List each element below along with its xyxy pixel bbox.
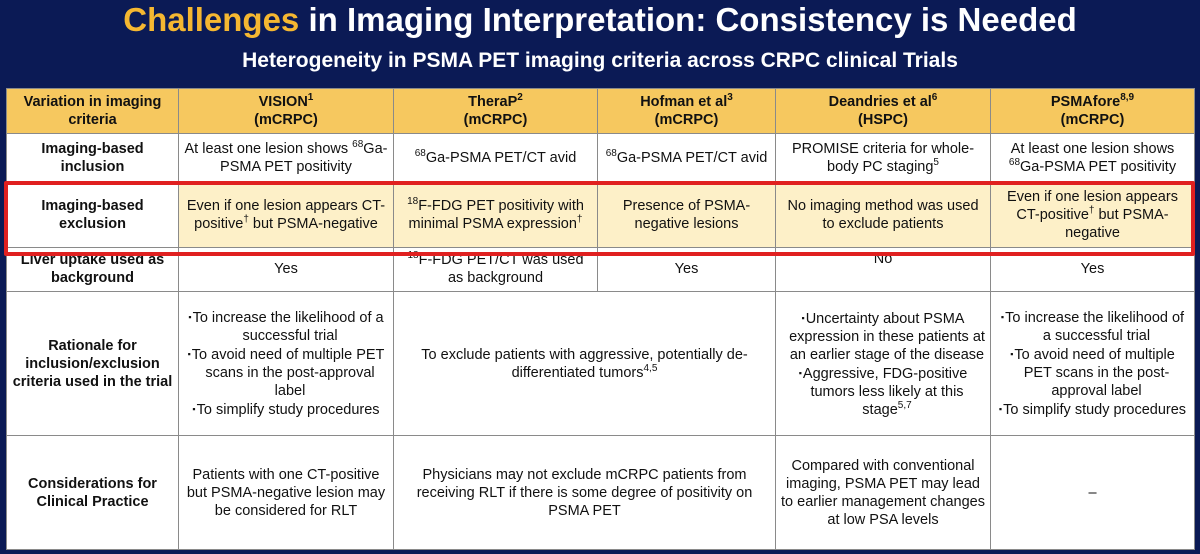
cell-liver-psmafore: Yes	[990, 246, 1195, 293]
list-item: To simplify study procedures	[995, 400, 1190, 419]
header-therap: TheraP2(mCRPC)	[393, 88, 598, 134]
cell-clinical-psmafore: –	[990, 435, 1195, 550]
list-item: Uncertainty about PSMA expression in the…	[780, 309, 986, 364]
list-item: To increase the likelihood of a successf…	[995, 308, 1190, 345]
row-label-exclusion: Imaging-based exclusion	[6, 181, 179, 248]
title-accent: Challenges	[123, 1, 300, 38]
criteria-table: Variation in imaging criteria VISION1(mC…	[6, 88, 1195, 550]
cell-exclusion-deandries: No imaging method was used to exclude pa…	[775, 181, 991, 248]
table-row-inclusion: Imaging-based inclusion At least one les…	[6, 133, 1195, 183]
row-label-inclusion: Imaging-based inclusion	[6, 133, 179, 183]
cell-inclusion-vision: At least one lesion shows 68Ga-PSMA PET …	[178, 133, 394, 183]
page-subtitle: Heterogeneity in PSMA PET imaging criter…	[242, 49, 958, 72]
table-row-exclusion: Imaging-based exclusion Even if one lesi…	[6, 181, 1195, 248]
row-label-clinical: Considerations for Clinical Practice	[6, 435, 179, 550]
cell-exclusion-vision: Even if one lesion appears CT-positive† …	[178, 181, 394, 248]
list-item: To avoid need of multiple PET scans in t…	[995, 345, 1190, 400]
cell-liver-vision: Yes	[178, 246, 394, 293]
header-vision: VISION1(mCRPC)	[178, 88, 394, 134]
cell-liver-therap: 18F-FDG PET/CT was used as background	[393, 246, 598, 293]
cell-inclusion-psmafore: At least one lesion shows 68Ga-PSMA PET …	[990, 133, 1195, 183]
cell-rationale-merged: To exclude patients with aggressive, pot…	[393, 291, 776, 437]
list-item: Aggressive, FDG-positive tumors less lik…	[780, 364, 986, 419]
header-deandries: Deandries et al6(HSPC)	[775, 88, 991, 134]
table-row-liver: Liver uptake used as background Yes 18F-…	[6, 246, 1195, 293]
list-item: To simplify study procedures	[183, 400, 389, 419]
cell-inclusion-therap: 68Ga-PSMA PET/CT avid	[393, 133, 598, 183]
cell-clinical-vision: Patients with one CT-positive but PSMA-n…	[178, 435, 394, 550]
list-item: To avoid need of multiple PET scans in t…	[183, 345, 389, 400]
header-psmafore: PSMAfore8,9(mCRPC)	[990, 88, 1195, 134]
row-label-liver: Liver uptake used as background	[6, 246, 179, 293]
header-corner: Variation in imaging criteria	[6, 88, 179, 134]
cell-liver-hofman: Yes	[597, 246, 776, 293]
row-label-rationale: Rationale for inclusion/exclusion criter…	[6, 291, 179, 437]
table-header-row: Variation in imaging criteria VISION1(mC…	[6, 88, 1195, 134]
cell-clinical-merged: Physicians may not exclude mCRPC patient…	[393, 435, 776, 550]
table-row-clinical: Considerations for Clinical Practice Pat…	[6, 435, 1195, 550]
cell-exclusion-hofman: Presence of PSMA-negative lesions	[597, 181, 776, 248]
cell-inclusion-hofman: 68Ga-PSMA PET/CT avid	[597, 133, 776, 183]
table-row-rationale: Rationale for inclusion/exclusion criter…	[6, 291, 1195, 437]
cell-rationale-vision: To increase the likelihood of a successf…	[178, 291, 394, 437]
cell-inclusion-deandries: PROMISE criteria for whole-body PC stagi…	[775, 133, 991, 183]
cell-exclusion-psmafore: Even if one lesion appears CT-positive† …	[990, 181, 1195, 248]
cell-rationale-deandries: Uncertainty about PSMA expression in the…	[775, 291, 991, 437]
header-hofman: Hofman et al3(mCRPC)	[597, 88, 776, 134]
title-rest: in Imaging Interpretation: Consistency i…	[299, 1, 1077, 38]
cell-liver-deandries: No	[775, 246, 991, 293]
cell-rationale-psmafore: To increase the likelihood of a successf…	[990, 291, 1195, 437]
cell-exclusion-therap: 18F-FDG PET positivity with minimal PSMA…	[393, 181, 598, 248]
page-title: Challenges in Imaging Interpretation: Co…	[0, 0, 1200, 44]
list-item: To increase the likelihood of a successf…	[183, 308, 389, 345]
cell-clinical-deandries: Compared with conventional imaging, PSMA…	[775, 435, 991, 550]
